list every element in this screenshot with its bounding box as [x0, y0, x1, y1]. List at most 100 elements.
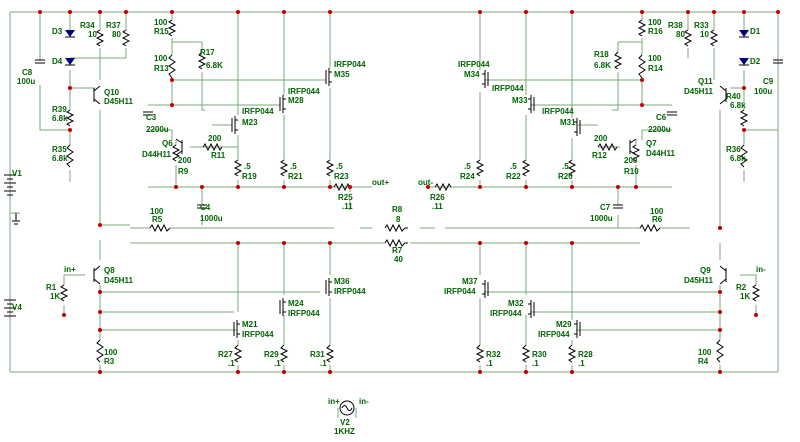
wires [9, 11, 779, 418]
label-R21-val: .5 [290, 162, 297, 171]
label-D4: D4 [52, 57, 63, 66]
label-R27-ref: R27 [218, 350, 233, 359]
junctions [38, 10, 780, 374]
label-Q6-ref: Q6 [162, 139, 173, 148]
label-M35-val: IRFP044 [334, 60, 366, 69]
label-R7-ref: R7 [392, 246, 403, 255]
label-C6-val: 2200u [648, 125, 671, 134]
label-R23-val: .5 [336, 162, 343, 171]
label-R28-val: .1 [578, 359, 585, 368]
label-C8-val: 100u [17, 77, 35, 86]
label-M21-ref: M21 [242, 320, 258, 329]
label-R33-val: 10 [700, 30, 709, 39]
label-V2-in-plus: in+ [328, 397, 340, 406]
label-R35-ref: R35 [52, 145, 67, 154]
label-C7-ref: C7 [600, 203, 611, 212]
label-M21-val: IRFP044 [242, 330, 274, 339]
label-M32-val: IRFP044 [490, 309, 522, 318]
label-R25-ref: R25 [338, 193, 353, 202]
label-Q9-ref: Q9 [700, 266, 711, 275]
label-R36-val: 6.8k [730, 154, 746, 163]
label-M24-ref: M24 [288, 299, 304, 308]
label-Q10-ref: Q10 [104, 88, 120, 97]
label-R5-val: 100 [150, 207, 164, 216]
label-M34b-val: IRFP044 [492, 84, 524, 93]
label-R13-val: 100 [154, 54, 168, 63]
label-R40-ref: R40 [726, 92, 741, 101]
label-R33-ref: R33 [694, 21, 709, 30]
label-D1: D1 [750, 27, 761, 36]
label-R11-ref: R11 [211, 151, 226, 160]
label-D2: D2 [750, 57, 761, 66]
label-Q8-val: D45H11 [104, 276, 133, 285]
label-Q9-val: D45H11 [684, 276, 713, 285]
label-R28-ref: R28 [578, 350, 593, 359]
label-R24-val: .5 [464, 162, 471, 171]
label-M31-ref: M31 [560, 118, 576, 127]
label-R27-val: .1 [228, 359, 235, 368]
label-R14-ref: R14 [648, 64, 663, 73]
label-R18-val: 6.8K [594, 61, 611, 70]
label-R19-ref: R19 [242, 172, 257, 181]
label-R2-ref: R2 [736, 283, 747, 292]
label-M36-val: IRFP044 [334, 287, 366, 296]
label-R34-val: 10 [88, 30, 97, 39]
label-M32-ref: M32 [508, 299, 524, 308]
label-R39-ref: R39 [52, 105, 67, 114]
label-Q11-ref: Q11 [698, 77, 713, 86]
label-R2-val: 1K [740, 292, 750, 301]
label-R37-val: 80 [112, 30, 121, 39]
label-R38-ref: R38 [668, 21, 683, 30]
label-R30-val: .1 [532, 359, 539, 368]
label-R1-val: 1K [50, 292, 60, 301]
label-M28-val: IRFP044 [288, 87, 320, 96]
label-R15-ref: R15 [154, 27, 169, 36]
label-M29-ref: M29 [556, 320, 572, 329]
label-R9-ref: R9 [178, 167, 189, 176]
label-M28-ref: M28 [288, 96, 304, 105]
label-R4-val: 100 [698, 348, 712, 357]
label-C3-ref: C3 [146, 113, 157, 122]
label-C4-ref: C4 [200, 203, 211, 212]
label-Q7-val: D44H11 [646, 149, 675, 158]
capacitors [35, 59, 783, 209]
label-R10-ref: R10 [624, 167, 639, 176]
label-M24-val: IRFP044 [288, 309, 320, 318]
label-M34-val: IRFP044 [458, 60, 490, 69]
label-M23-ref: M23 [242, 118, 258, 127]
label-R5-ref: R5 [152, 215, 163, 224]
label-R20-val: .5 [562, 162, 569, 171]
label-Q7-ref: Q7 [646, 139, 657, 148]
label-R16-val: 100 [648, 18, 662, 27]
label-R37-ref: R37 [106, 21, 121, 30]
label-M36-ref: M36 [334, 277, 350, 286]
label-R30-ref: R30 [532, 350, 547, 359]
label-V2-in-minus: in- [359, 397, 369, 406]
label-R8-val: 8 [396, 215, 401, 224]
resistors [59, 19, 761, 363]
label-R21-ref: R21 [288, 172, 303, 181]
label-R16-ref: R16 [648, 27, 663, 36]
label-V2-val: 1KHZ [334, 427, 355, 436]
label-C9-ref: C9 [763, 77, 774, 86]
label-R15-val: 100 [154, 18, 168, 27]
label-V1: V1 [12, 169, 22, 178]
label-R22-val: .5 [510, 162, 517, 171]
labels: R34 10 R37 80 D3 D4 C8 100u Q10 D45H11 R… [12, 18, 774, 436]
label-R12-ref: R12 [592, 151, 607, 160]
label-R31-ref: R31 [310, 350, 325, 359]
label-R32-val: .1 [486, 359, 493, 368]
label-R3-val: 100 [104, 348, 118, 357]
label-R17-val: 6.8K [206, 61, 223, 70]
label-Q8-ref: Q8 [104, 266, 115, 275]
diodes [65, 30, 749, 66]
label-R20-ref: R20 [558, 172, 573, 181]
label-R1-ref: R1 [46, 283, 57, 292]
label-R31-val: .1 [320, 359, 327, 368]
label-C4-val: 1000u [200, 214, 223, 223]
label-C7-val: 1000u [590, 214, 613, 223]
transistors [93, 68, 727, 338]
label-R40-val: 6.8k [730, 101, 746, 110]
label-M31-val: IRFP044 [542, 107, 574, 116]
